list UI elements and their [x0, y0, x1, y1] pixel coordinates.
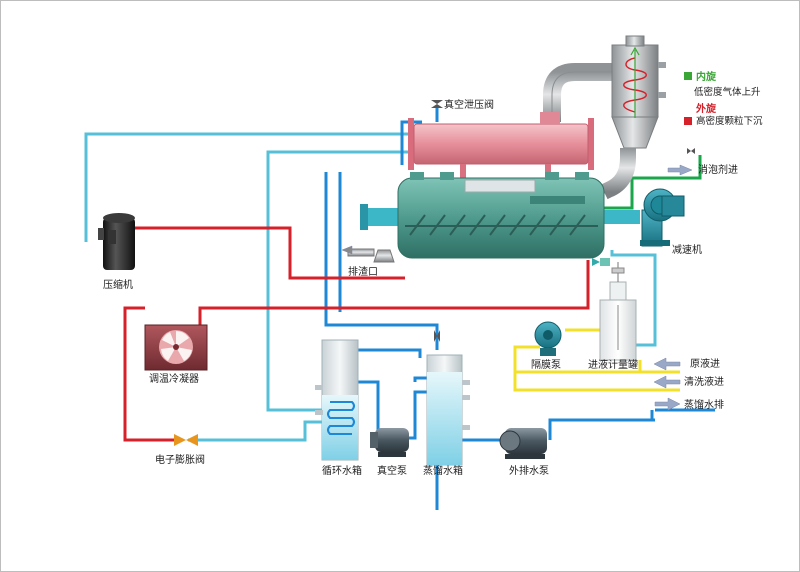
cyclone-inlet-elbow	[543, 63, 612, 122]
vacuum-pump	[370, 428, 409, 457]
label-circulating-tank: 循环水箱	[322, 464, 362, 477]
flow-arrows	[341, 164, 693, 411]
label-expansion-valve: 电子膨胀阀	[155, 453, 205, 466]
legend-outer-swatch	[684, 117, 692, 125]
distilled-water-tank	[426, 354, 463, 466]
heat-exchange-coil	[327, 401, 355, 435]
condenser-to-valve-pipe	[123, 306, 175, 442]
circulation-return-pipe	[266, 150, 410, 412]
shell-tube-condenser	[408, 112, 594, 178]
arrow-left-icon	[653, 375, 681, 389]
label-diaphragm-pump: 隔膜泵	[531, 359, 561, 371]
cyan-right-pipe	[610, 250, 657, 347]
yellow-pipes	[513, 328, 680, 392]
arrow-right-icon	[654, 397, 681, 411]
legend-inner-swatch	[684, 72, 692, 80]
compressor-suction-pipe	[84, 132, 410, 242]
label-temp-condenser: 调温冷凝器	[149, 372, 199, 385]
evaporation-tank	[347, 172, 640, 266]
circ-to-vacuum-pump	[358, 380, 380, 430]
outer-vortex-spiral	[623, 57, 647, 113]
label-distilled-water-out: 蒸馏水排	[684, 398, 724, 411]
label-reducer: 减速机	[672, 243, 702, 256]
legend-outer-title: 外旋	[695, 102, 717, 115]
blue-pipes	[324, 108, 715, 510]
reducer-gearbox	[640, 188, 685, 247]
valve-icon[interactable]	[516, 324, 524, 336]
vacuum-line-pipe	[324, 172, 439, 350]
label-vacuum-pump: 真空泵	[377, 464, 407, 477]
relief-valve-pipe	[400, 120, 422, 165]
spiral-blades	[405, 214, 598, 236]
label-raw-liquid-in: 原液进	[690, 357, 720, 370]
cyclone-outlet-leg	[600, 148, 636, 200]
compressor	[98, 213, 135, 270]
diaphragm-pump	[534, 321, 562, 356]
discharge-water-pump	[499, 428, 547, 459]
valve-icon[interactable]	[431, 100, 443, 108]
compressor-body	[103, 218, 135, 270]
discharge-upper-pipe	[548, 418, 655, 440]
legend-inner-desc: 低密度气体上升	[694, 86, 761, 98]
compressor-discharge-pipe	[135, 226, 405, 280]
feed-meter-tank	[599, 262, 637, 361]
shaft-left	[365, 208, 400, 226]
label-wash-liquid-in: 清洗液进	[684, 375, 724, 388]
valve-icon[interactable]	[592, 258, 600, 266]
circulating-water-tank	[321, 339, 359, 461]
valve-icon[interactable]	[405, 367, 413, 377]
condenser-shell	[413, 123, 589, 165]
valve-icon[interactable]	[434, 330, 440, 342]
label-compressor: 压缩机	[103, 278, 133, 291]
circ-top-pipe	[355, 348, 422, 358]
valves	[174, 100, 695, 446]
cyclone-separator	[543, 35, 666, 200]
expansion-valve-icon[interactable]	[174, 434, 198, 446]
label-defoamer-in: 消泡剂进	[698, 163, 738, 176]
label-discharge-pump: 外排水泵	[509, 464, 549, 477]
valve-icon[interactable]	[687, 148, 695, 154]
wash-liquid-pipe	[513, 345, 680, 392]
red-pipes	[123, 226, 590, 442]
arrow-left-icon	[653, 357, 681, 371]
shaft-right	[602, 210, 640, 224]
arrow-left-icon	[341, 245, 353, 255]
hot-gas-pipe	[198, 260, 590, 325]
label-distilled-water-tank: 蒸馏水箱	[423, 464, 463, 477]
labels: 真空泄压阀 压缩机 排渣口 消泡剂进 减速机 隔膜泵 进液计量罐 原液进 清洗液…	[103, 70, 763, 477]
label-vacuum-relief-valve: 真空泄压阀	[444, 98, 494, 111]
cyan-pipes	[84, 132, 657, 442]
legend-outer-desc: 高密度颗粒下沉	[696, 115, 763, 127]
label-feed-meter-tank: 进液计量罐	[588, 358, 638, 371]
tank-top-window	[464, 179, 536, 193]
legend-inner-title: 内旋	[696, 70, 717, 83]
label-residue-outlet: 排渣口	[348, 265, 378, 278]
cyclone-cone	[611, 116, 659, 149]
temp-condenser	[144, 324, 208, 371]
vacuum-pump-body	[375, 428, 409, 452]
arrow-left-icon	[667, 164, 693, 176]
expansion-valve-line	[188, 420, 325, 442]
